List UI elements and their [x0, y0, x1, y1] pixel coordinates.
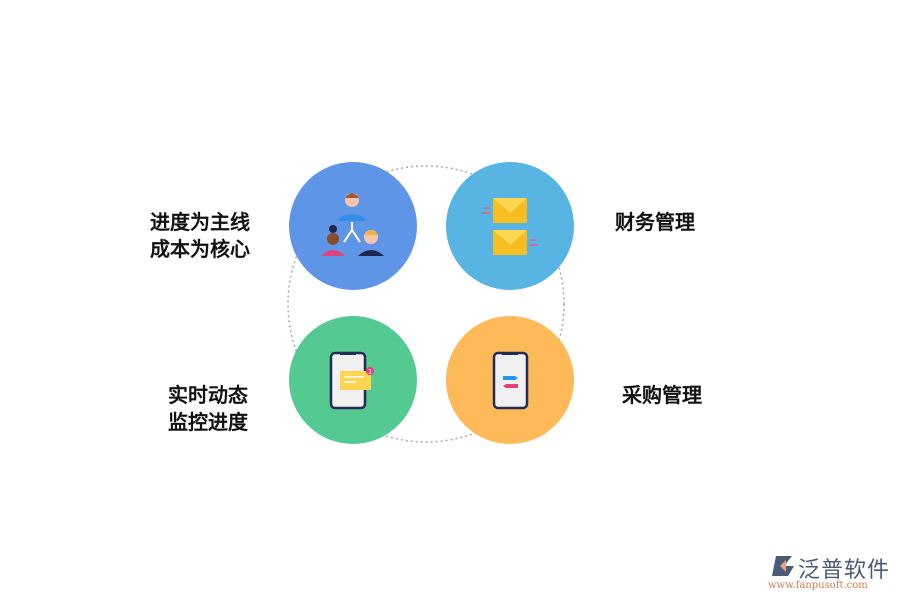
label-monitor: 实时动态 监控进度	[168, 382, 248, 436]
label-line: 采购管理	[622, 383, 702, 407]
logo-url: www.fanpusoft.com	[768, 580, 868, 591]
label-progress: 进度为主线 成本为核心	[150, 209, 250, 263]
logo-mark-icon	[772, 556, 794, 576]
notification-badge: 1	[368, 369, 372, 376]
label-line: 监控进度	[168, 410, 248, 434]
phone-transfer-icon	[492, 351, 529, 410]
phone-message-icon: 1	[329, 351, 374, 410]
label-line: 成本为核心	[150, 237, 250, 261]
logo-name: 泛普软件	[798, 558, 891, 583]
dotted-ring	[287, 165, 565, 443]
label-purchase: 采购管理	[622, 382, 702, 409]
circle-finance	[446, 162, 574, 290]
label-line: 进度为主线	[150, 210, 250, 234]
label-line: 实时动态	[168, 383, 248, 407]
envelopes-icon	[482, 198, 538, 255]
label-finance: 财务管理	[615, 209, 695, 236]
team-hierarchy-icon	[321, 193, 384, 256]
label-line: 财务管理	[615, 210, 695, 234]
